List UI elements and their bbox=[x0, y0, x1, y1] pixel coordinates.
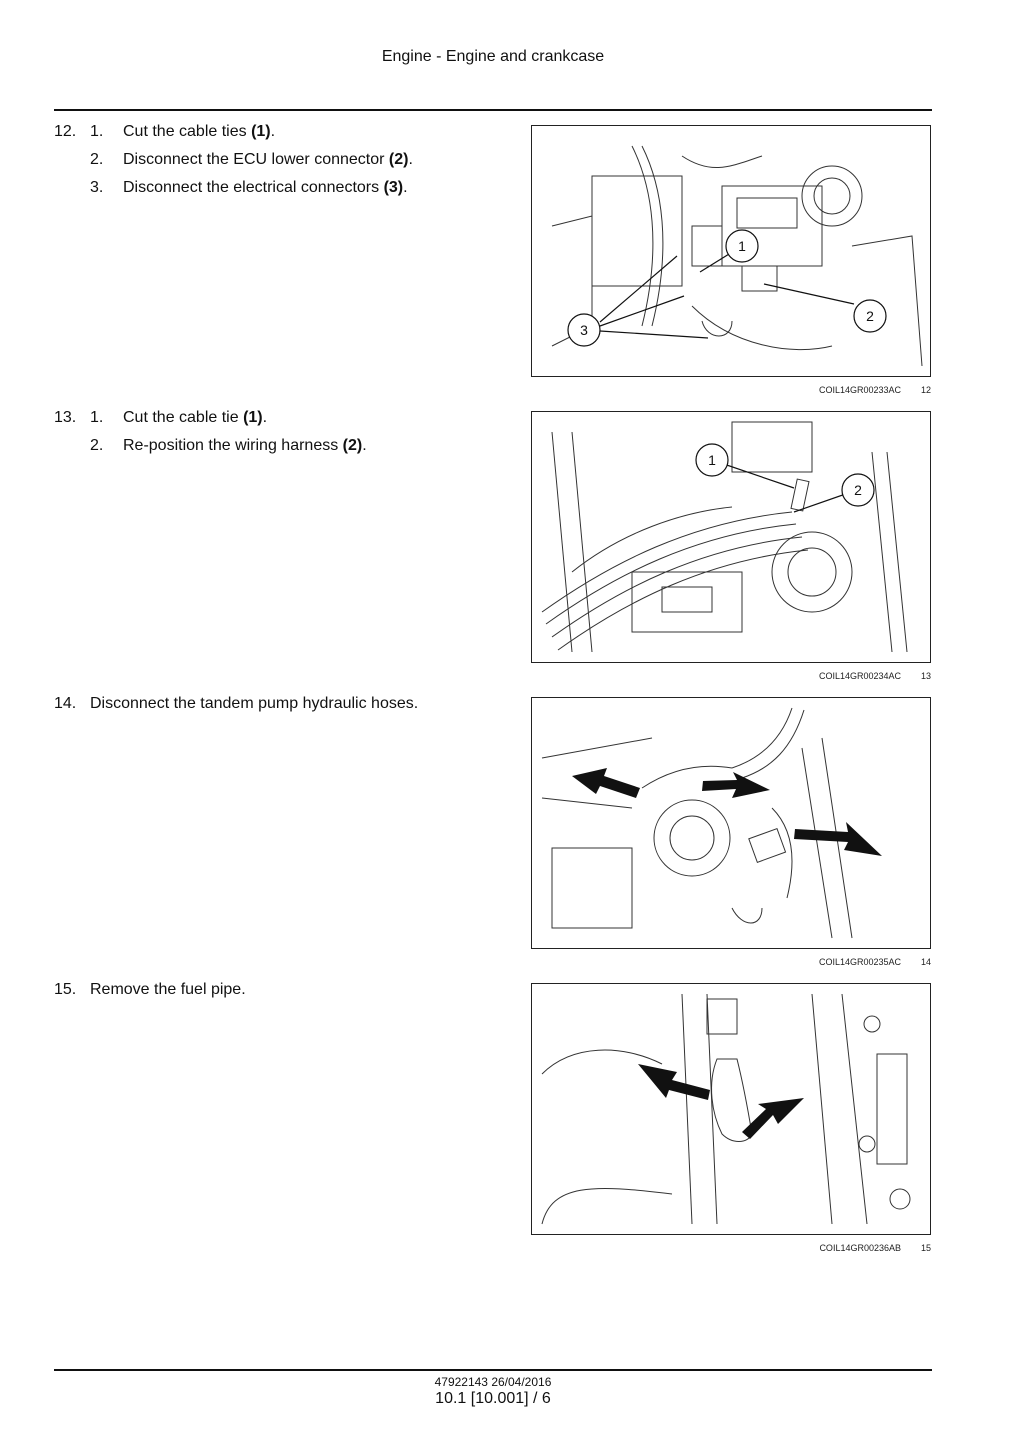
step-number: 14. bbox=[54, 695, 77, 712]
substep-text: Re-position the wiring harness (2). bbox=[123, 437, 367, 454]
footer-rule bbox=[54, 1369, 932, 1371]
substep-text: Disconnect the electrical connectors (3)… bbox=[123, 179, 408, 196]
figure-12-caption: COIL14GR00233AC 12 bbox=[531, 385, 931, 399]
figure-15-caption: COIL14GR00236AB 15 bbox=[531, 1243, 931, 1257]
step-text: Disconnect the tandem pump hydraulic hos… bbox=[90, 695, 419, 712]
figure-code: COIL14GR00234AC bbox=[818, 671, 901, 681]
footer-doc-ref: 47922143 26/04/2016 bbox=[434, 1375, 552, 1389]
figure-12-illustration: 1 2 3 bbox=[531, 125, 931, 377]
substep-number: 2. bbox=[90, 437, 104, 454]
substep-number: 2. bbox=[90, 151, 104, 168]
page-header-title: Engine - Engine and crankcase bbox=[381, 48, 605, 65]
step-number: 13. bbox=[54, 409, 77, 426]
callout-3: 3 bbox=[580, 322, 588, 338]
arrow-icon bbox=[638, 1064, 710, 1100]
figure-code: COIL14GR00235AC bbox=[818, 957, 901, 967]
figure-code: COIL14GR00233AC bbox=[818, 385, 901, 395]
callout-1: 1 bbox=[708, 452, 716, 468]
step-text: Remove the fuel pipe. bbox=[90, 981, 246, 998]
substep-text: Disconnect the ECU lower connector (2). bbox=[123, 151, 413, 168]
callout-2: 2 bbox=[866, 308, 874, 324]
arrow-icon bbox=[572, 768, 640, 798]
arrow-icon bbox=[742, 1098, 804, 1139]
substep: 2. Disconnect the ECU lower connector (2… bbox=[54, 146, 514, 174]
substep-text: Cut the cable ties (1). bbox=[123, 123, 276, 140]
step-number: 15. bbox=[54, 981, 77, 998]
substep: 1. Cut the cable tie (1). bbox=[54, 404, 514, 432]
arrow-icon bbox=[702, 772, 770, 798]
step-12: 12. 1. Cut the cable ties (1). 2. Discon… bbox=[54, 118, 514, 202]
substep: 1. Cut the cable ties (1). bbox=[54, 118, 514, 146]
figure-code: COIL14GR00236AB bbox=[819, 1243, 901, 1253]
substep-text: Cut the cable tie (1). bbox=[123, 409, 268, 426]
substep-number: 1. bbox=[90, 123, 104, 140]
substep-number: 1. bbox=[90, 409, 104, 426]
substep: 3. Disconnect the electrical connectors … bbox=[54, 174, 514, 202]
callout-2: 2 bbox=[854, 482, 862, 498]
figure-13-caption: COIL14GR00234AC 13 bbox=[531, 671, 931, 685]
figure-14-illustration bbox=[531, 697, 931, 949]
substep: 2. Re-position the wiring harness (2). bbox=[54, 432, 514, 460]
figure-number: 14 bbox=[920, 957, 931, 967]
step-number: 12. bbox=[54, 123, 77, 140]
figure-number: 15 bbox=[920, 1243, 931, 1253]
header-rule bbox=[54, 109, 932, 111]
figure-15-illustration bbox=[531, 983, 931, 1235]
arrow-icon bbox=[794, 822, 882, 856]
figure-13-illustration: 1 2 bbox=[531, 411, 931, 663]
step-13: 13. 1. Cut the cable tie (1). 2. Re-posi… bbox=[54, 404, 514, 460]
figure-number: 12 bbox=[920, 385, 931, 395]
substep-number: 3. bbox=[90, 179, 104, 196]
footer-page-number: 10.1 [10.001] / 6 bbox=[435, 1390, 551, 1407]
figure-number: 13 bbox=[920, 671, 931, 681]
callout-1: 1 bbox=[738, 238, 746, 254]
figure-14-caption: COIL14GR00235AC 14 bbox=[531, 957, 931, 971]
